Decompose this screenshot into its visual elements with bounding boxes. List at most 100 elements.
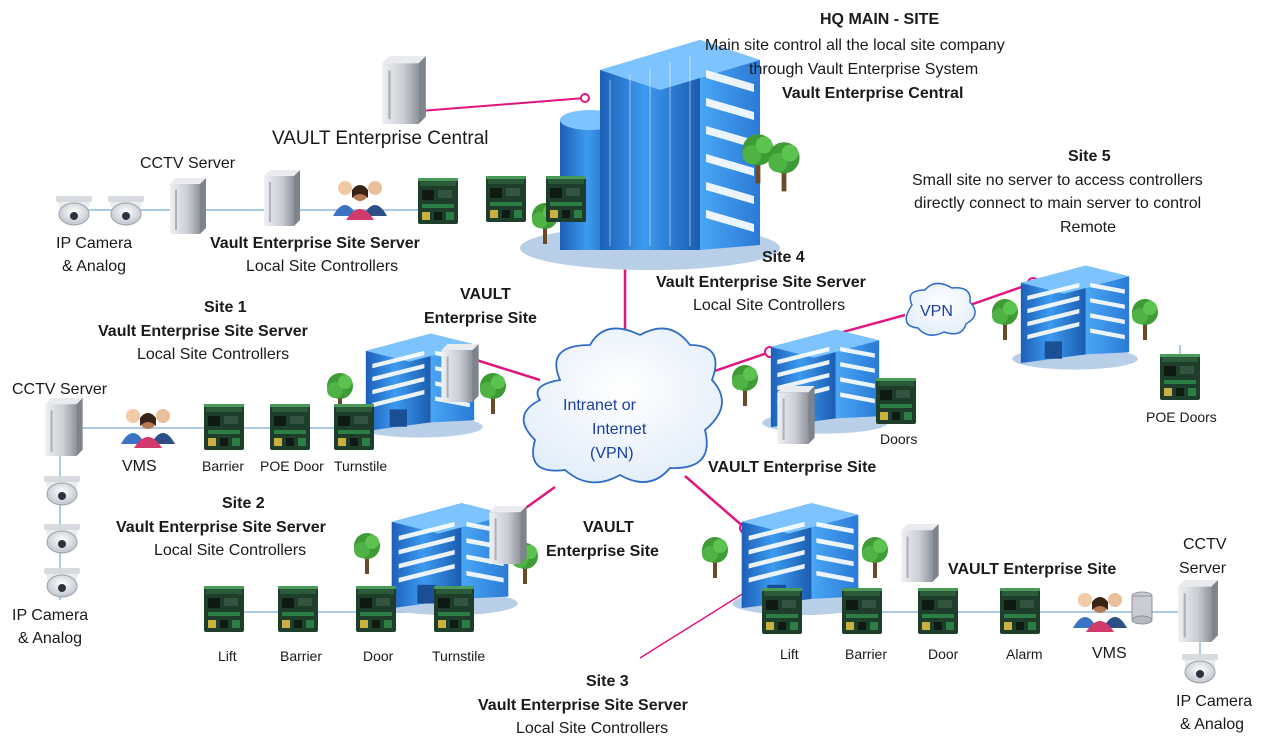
controller-board-icon: [918, 588, 958, 634]
hq-site-server-label: Vault Enterprise Site Server: [210, 235, 420, 252]
controller-board-icon: [204, 404, 244, 450]
site3-camera-label-line2: & Analog: [1180, 716, 1245, 733]
camera-icon: [43, 568, 81, 598]
tree-icon: [732, 365, 758, 406]
camera-icon: [43, 476, 81, 506]
controller-board-icon: [334, 404, 374, 450]
camera-icon: [1181, 654, 1219, 684]
site5-description-line3: Remote: [1060, 219, 1117, 236]
site2-camera-label-line1: IP Camera: [12, 607, 89, 624]
site3-barrier-label: Barrier: [845, 646, 888, 662]
site2-camera-label-line2: & Analog: [18, 630, 83, 647]
site1-server-icon: [441, 344, 479, 402]
controller-board-icon: [204, 586, 244, 632]
site5-doors-label: POE Doors: [1146, 409, 1217, 425]
link-site3-pointer: [639, 587, 753, 659]
site3-vms-label: VMS: [1092, 645, 1127, 662]
site1-cctv-server-label: CCTV Server: [12, 381, 108, 398]
site5-description-line1: Small site no server to access controlle…: [912, 172, 1203, 189]
site1-local-controllers-label: Local Site Controllers: [137, 346, 290, 363]
site2-local-controllers-label: Local Site Controllers: [154, 542, 307, 559]
hq-description-line1: Main site control all the local site com…: [705, 37, 1005, 54]
hq-local-controllers-label: Local Site Controllers: [246, 258, 399, 275]
site2-vault-label: VAULT: [583, 519, 634, 536]
tree-icon: [354, 533, 380, 574]
camera-icon: [107, 196, 145, 226]
site2-server-icon: [489, 506, 527, 564]
central-server-icon: [382, 56, 426, 124]
site3-local-controllers-label: Local Site Controllers: [516, 720, 669, 737]
site2-turnstile-label: Turnstile: [432, 648, 486, 664]
central-server-label: VAULT Enterprise Central: [272, 128, 489, 149]
site3-title: Site 3: [586, 673, 629, 690]
site1-barrier-label: Barrier: [202, 458, 245, 474]
tree-icon: [1132, 299, 1158, 340]
site5-building: [1012, 265, 1138, 370]
database-icon: [1131, 591, 1153, 625]
site3-cctv-server-icon: [1178, 580, 1218, 642]
cloud-label-line2: Internet: [592, 421, 647, 438]
site4-local-controllers-label: Local Site Controllers: [693, 297, 846, 314]
site2-title: Site 2: [222, 495, 265, 512]
site1-site-server-label: Vault Enterprise Site Server: [98, 323, 308, 340]
site4-title: Site 4: [762, 249, 805, 266]
link-central-to-hq: [419, 97, 586, 112]
camera-icon: [43, 524, 81, 554]
site4-site-server-label: Vault Enterprise Site Server: [656, 274, 866, 291]
site4-doors-label: Doors: [880, 431, 918, 447]
site1-cctv-server-icon: [45, 398, 83, 456]
site2-lift-label: Lift: [218, 648, 237, 664]
site2-door-label: Door: [363, 648, 394, 664]
internet-cloud: [522, 327, 723, 484]
hq-title: HQ MAIN - SITE: [820, 11, 940, 28]
site3-camera-label-line1: IP Camera: [1176, 693, 1253, 710]
site1-vms-label: VMS: [122, 458, 157, 475]
site3-cctv-label-line1: CCTV: [1183, 536, 1227, 553]
tree-icon: [480, 373, 506, 414]
tree-icon: [768, 142, 800, 192]
site1-enterprise-site-label: Enterprise Site: [424, 310, 537, 327]
site1-turnstile-label: Turnstile: [334, 458, 388, 474]
controller-board-icon: [434, 586, 474, 632]
site2-enterprise-site-label: Enterprise Site: [546, 543, 659, 560]
vpn-label: VPN: [920, 303, 953, 320]
link-node: [580, 93, 590, 103]
site1-title: Site 1: [204, 299, 247, 316]
site3-lift-label: Lift: [780, 646, 799, 662]
site1-vault-label: VAULT: [460, 286, 511, 303]
link-site1-to-cloud: [469, 356, 541, 382]
controller-board-icon: [876, 378, 916, 424]
site2-barrier-label: Barrier: [280, 648, 323, 664]
site5-description-line2: directly connect to main server to contr…: [914, 195, 1202, 212]
site5-title: Site 5: [1068, 148, 1111, 165]
cloud-label-line3: (VPN): [590, 445, 634, 462]
tree-icon: [862, 537, 888, 578]
cloud-label-line1: Intranet or: [563, 397, 636, 414]
hq-camera-label-line1: IP Camera: [56, 235, 133, 252]
link-site3-to-cloud: [684, 475, 746, 529]
hq-cctv-server-label: CCTV Server: [140, 155, 236, 172]
site4-server-icon: [777, 386, 815, 444]
hq-description-line3: Vault Enterprise Central: [782, 85, 964, 102]
site3-enterprise-site-label: VAULT Enterprise Site: [948, 561, 1117, 578]
site2-site-server-label: Vault Enterprise Site Server: [116, 519, 326, 536]
controller-board-icon: [270, 404, 310, 450]
site3-site-server-label: Vault Enterprise Site Server: [478, 697, 688, 714]
controller-board-icon: [1000, 588, 1040, 634]
site-server-icon: [264, 170, 300, 226]
controller-board-icon: [418, 178, 458, 224]
tree-icon: [992, 299, 1018, 340]
controller-board-icon: [486, 176, 526, 222]
operators-icon: [333, 181, 387, 220]
site3-server-icon: [901, 524, 939, 582]
site3-cctv-label-line2: Server: [1179, 560, 1227, 577]
site3-alarm-label: Alarm: [1006, 646, 1043, 662]
controller-board-icon: [1160, 354, 1200, 400]
site4-enterprise-site-label: VAULT Enterprise Site: [708, 459, 877, 476]
site1-poe-door-label: POE Door: [260, 458, 324, 474]
site3-door-label: Door: [928, 646, 959, 662]
vpn-cloud: [905, 282, 976, 336]
hq-description-line2: through Vault Enterprise System: [749, 61, 979, 78]
tree-icon: [702, 537, 728, 578]
